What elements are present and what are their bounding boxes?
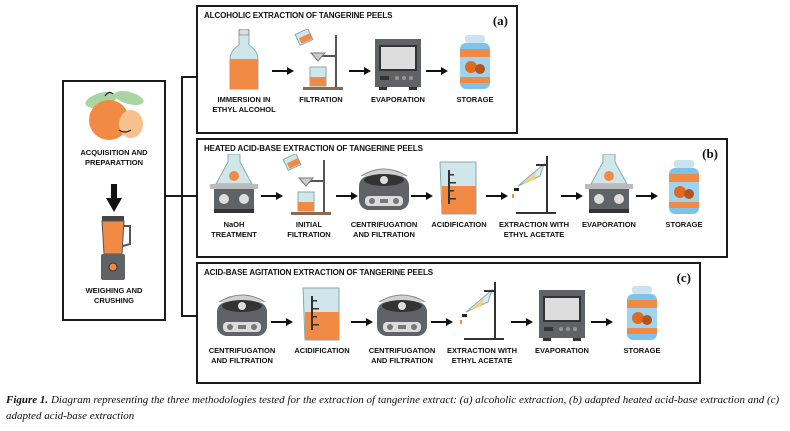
right-arrow-icon xyxy=(271,318,293,326)
step-centrifuge: CENTRIFUGATION AND FILTRATION xyxy=(344,154,424,240)
connector-horizontal-main xyxy=(165,195,196,197)
sep-funnel-icon xyxy=(494,154,574,216)
step-beaker: ACIDIFICATION xyxy=(282,280,362,356)
step-label: STORAGE xyxy=(456,95,494,104)
jar-icon xyxy=(644,154,724,216)
step-filtration: INITIAL FILTRATION xyxy=(269,154,349,240)
step-sep-funnel: EXTRACTION WITH ETHYL ACETATE xyxy=(494,154,574,240)
right-arrow-icon xyxy=(431,318,453,326)
step-label: CENTRIFUGATION AND FILTRATION xyxy=(350,220,418,239)
step-label: CENTRIFUGATION AND FILTRATION xyxy=(368,346,436,365)
connector-to-a xyxy=(181,76,196,78)
step-hotplate: NaOH TREATMENT xyxy=(194,154,274,240)
step-filtration: FILTRATION xyxy=(281,29,361,105)
down-arrow-icon xyxy=(106,184,122,212)
panel-c-title: ACID-BASE AGITATION EXTRACTION OF TANGER… xyxy=(204,268,434,277)
centrifuge-icon xyxy=(202,280,282,342)
step-jar: STORAGE xyxy=(602,280,682,356)
label-weighing: WEIGHING AND CRUSHING xyxy=(85,286,143,305)
step-acquisition: ACQUISITION AND PREPARATTION xyxy=(74,86,154,168)
right-arrow-icon xyxy=(425,67,448,75)
panel-b-title: HEATED ACID-BASE EXTRACTION OF TANGERINE… xyxy=(204,144,423,153)
step-label: EVAPORATION xyxy=(371,95,425,104)
panel-a: ALCOHOLIC EXTRACTION OF TANGERINE PEELS … xyxy=(196,5,518,134)
step-label: FILTRATION xyxy=(299,95,343,104)
panel-b-tag: (b) xyxy=(702,146,718,161)
oven-icon xyxy=(358,29,438,91)
centrifuge-icon xyxy=(362,280,442,342)
figure-caption: Figure 1. Diagram representing the three… xyxy=(6,392,786,424)
filtration-icon xyxy=(269,154,349,216)
bottle-icon xyxy=(204,29,284,91)
jar-icon xyxy=(435,29,515,91)
right-arrow-icon xyxy=(348,67,371,75)
beaker-icon xyxy=(419,154,499,216)
step-label: EXTRACTION WITH ETHYL ACETATE xyxy=(499,220,569,239)
step-centrifuge: CENTRIFUGATION AND FILTRATION xyxy=(362,280,442,366)
step-label: ACIDIFICATION xyxy=(431,220,487,229)
step-label: EXTRACTION WITH ETHYL ACETATE xyxy=(447,346,517,365)
right-arrow-icon xyxy=(591,318,613,326)
blender-icon xyxy=(101,216,131,280)
step-jar: STORAGE xyxy=(435,29,515,105)
step-label: CENTRIFUGATION AND FILTRATION xyxy=(208,346,276,365)
right-arrow-icon xyxy=(260,192,283,200)
step-label: STORAGE xyxy=(623,346,661,355)
sep-funnel-icon xyxy=(442,280,522,342)
caption-lead: Figure 1. xyxy=(6,394,49,406)
right-arrow-icon xyxy=(351,318,373,326)
right-arrow-icon xyxy=(485,192,508,200)
connector-vertical xyxy=(181,76,183,317)
step-label: IMMERSION IN ETHYL ALCOHOL xyxy=(212,95,276,114)
jar-icon xyxy=(602,280,682,342)
panel-a-title: ALCOHOLIC EXTRACTION OF TANGERINE PEELS xyxy=(204,11,393,20)
step-jar: STORAGE xyxy=(644,154,724,230)
right-arrow-icon xyxy=(335,192,358,200)
step-label: EVAPORATION xyxy=(535,346,589,355)
step-label: STORAGE xyxy=(665,220,703,229)
step-oven: EVAPORATION xyxy=(522,280,602,356)
step-bottle: IMMERSION IN ETHYL ALCOHOL xyxy=(204,29,284,115)
step-hotplate: EVAPORATION xyxy=(569,154,649,230)
step-oven: EVAPORATION xyxy=(358,29,438,105)
beaker-icon xyxy=(282,280,362,342)
connector-to-c xyxy=(181,315,196,317)
right-arrow-icon xyxy=(560,192,583,200)
step-weighing: WEIGHING AND CRUSHING xyxy=(74,216,154,306)
tangerine-icon xyxy=(85,91,144,140)
step-sep-funnel: EXTRACTION WITH ETHYL ACETATE xyxy=(442,280,522,366)
panel-c: ACID-BASE AGITATION EXTRACTION OF TANGER… xyxy=(196,262,701,384)
hotplate-icon xyxy=(569,154,649,216)
right-arrow-icon xyxy=(410,192,433,200)
panel-b: HEATED ACID-BASE EXTRACTION OF TANGERINE… xyxy=(196,138,728,258)
step-label: EVAPORATION xyxy=(582,220,636,229)
oven-icon xyxy=(522,280,602,342)
panel-a-tag: (a) xyxy=(492,13,508,28)
right-arrow-icon xyxy=(511,318,533,326)
right-arrow-icon xyxy=(635,192,658,200)
step-label: NaOH TREATMENT xyxy=(211,220,257,239)
caption-text: Diagram representing the three methodolo… xyxy=(6,394,780,422)
panel-c-tag: (c) xyxy=(676,270,691,285)
step-label: INITIAL FILTRATION xyxy=(287,220,331,239)
step-centrifuge: CENTRIFUGATION AND FILTRATION xyxy=(202,280,282,366)
step-beaker: ACIDIFICATION xyxy=(419,154,499,230)
label-acquisition: ACQUISITION AND PREPARATTION xyxy=(80,148,148,167)
right-arrow-icon xyxy=(271,67,294,75)
filtration-icon xyxy=(281,29,361,91)
step-label: ACIDIFICATION xyxy=(294,346,350,355)
centrifuge-icon xyxy=(344,154,424,216)
hotplate-icon xyxy=(194,154,274,216)
preparation-box: ACQUISITION AND PREPARATTION WEIGHING AN… xyxy=(62,80,166,321)
